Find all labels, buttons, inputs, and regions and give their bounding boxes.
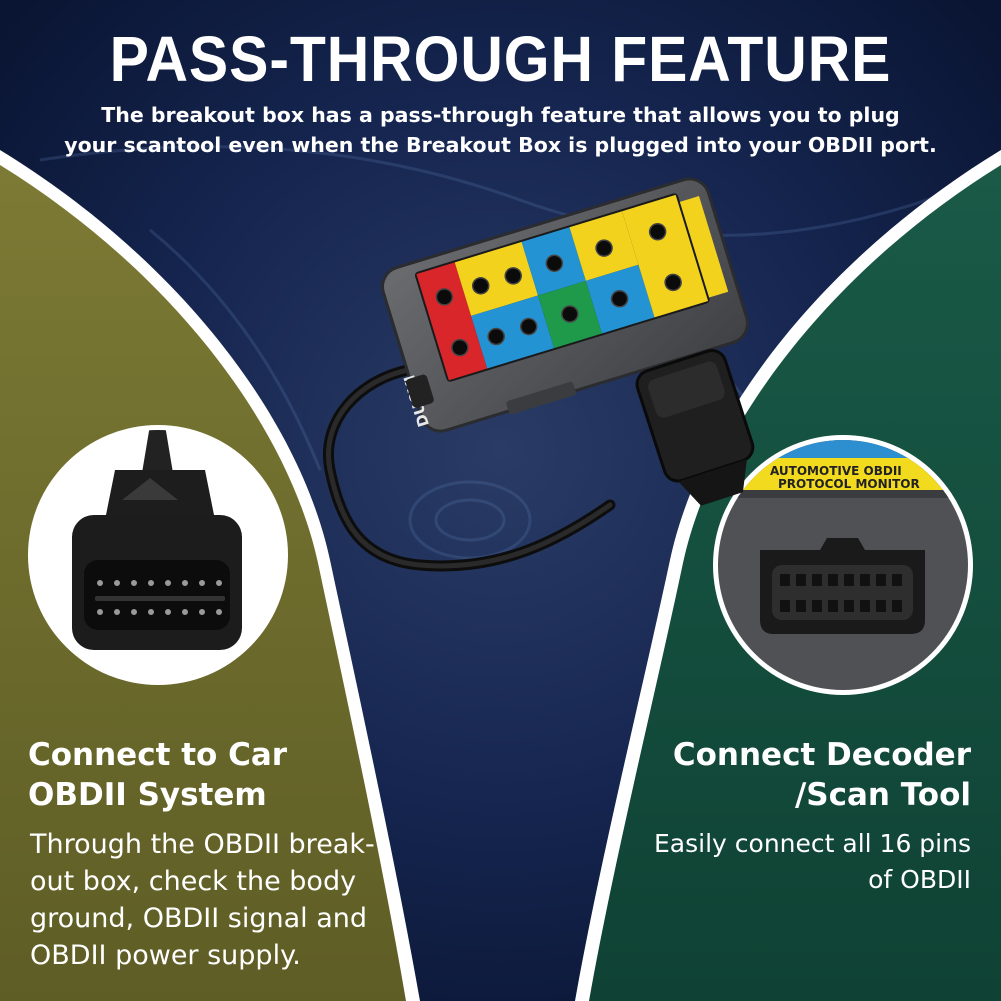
left-description: Through the OBDII break- out box, check … bbox=[30, 826, 410, 974]
right-description: Easily connect all 16 pins of OBDII bbox=[591, 826, 971, 898]
page-subtitle: The breakout box has a pass-through feat… bbox=[30, 100, 971, 160]
right-heading-line-2: /Scan Tool bbox=[794, 777, 971, 813]
device-label-line2: PROTOCOL MONITOR bbox=[778, 477, 920, 491]
left-heading-line-2: OBDII System bbox=[28, 777, 267, 813]
left-body-line-3: ground, OBDII signal and bbox=[30, 903, 368, 934]
device-label-line1: AUTOMOTIVE OBDII bbox=[770, 464, 902, 478]
subtitle-line-1: The breakout box has a pass-through feat… bbox=[101, 103, 900, 127]
left-heading-line-1: Connect to Car bbox=[28, 737, 288, 773]
obd-cable bbox=[323, 364, 616, 572]
subtitle-line-2: your scantool even when the Breakout Box… bbox=[64, 133, 937, 157]
page-title: PASS-THROUGH FEATURE bbox=[109, 23, 892, 95]
right-heading: Connect Decoder /Scan Tool bbox=[591, 735, 971, 815]
left-heading: Connect to Car OBDII System bbox=[28, 735, 358, 815]
obd-plug bbox=[635, 349, 755, 506]
male-connector-closeup bbox=[33, 430, 283, 680]
right-body-line-2: of OBDII bbox=[868, 865, 971, 894]
left-body-line-4: OBDII power supply. bbox=[30, 940, 301, 971]
breakout-box: DUOYI bbox=[381, 177, 749, 433]
left-body-line-1: Through the OBDII break- bbox=[30, 829, 375, 860]
left-body-line-2: out box, check the body bbox=[30, 866, 357, 897]
right-body-line-1: Easily connect all 16 pins bbox=[654, 829, 971, 858]
right-heading-line-1: Connect Decoder bbox=[672, 737, 971, 773]
